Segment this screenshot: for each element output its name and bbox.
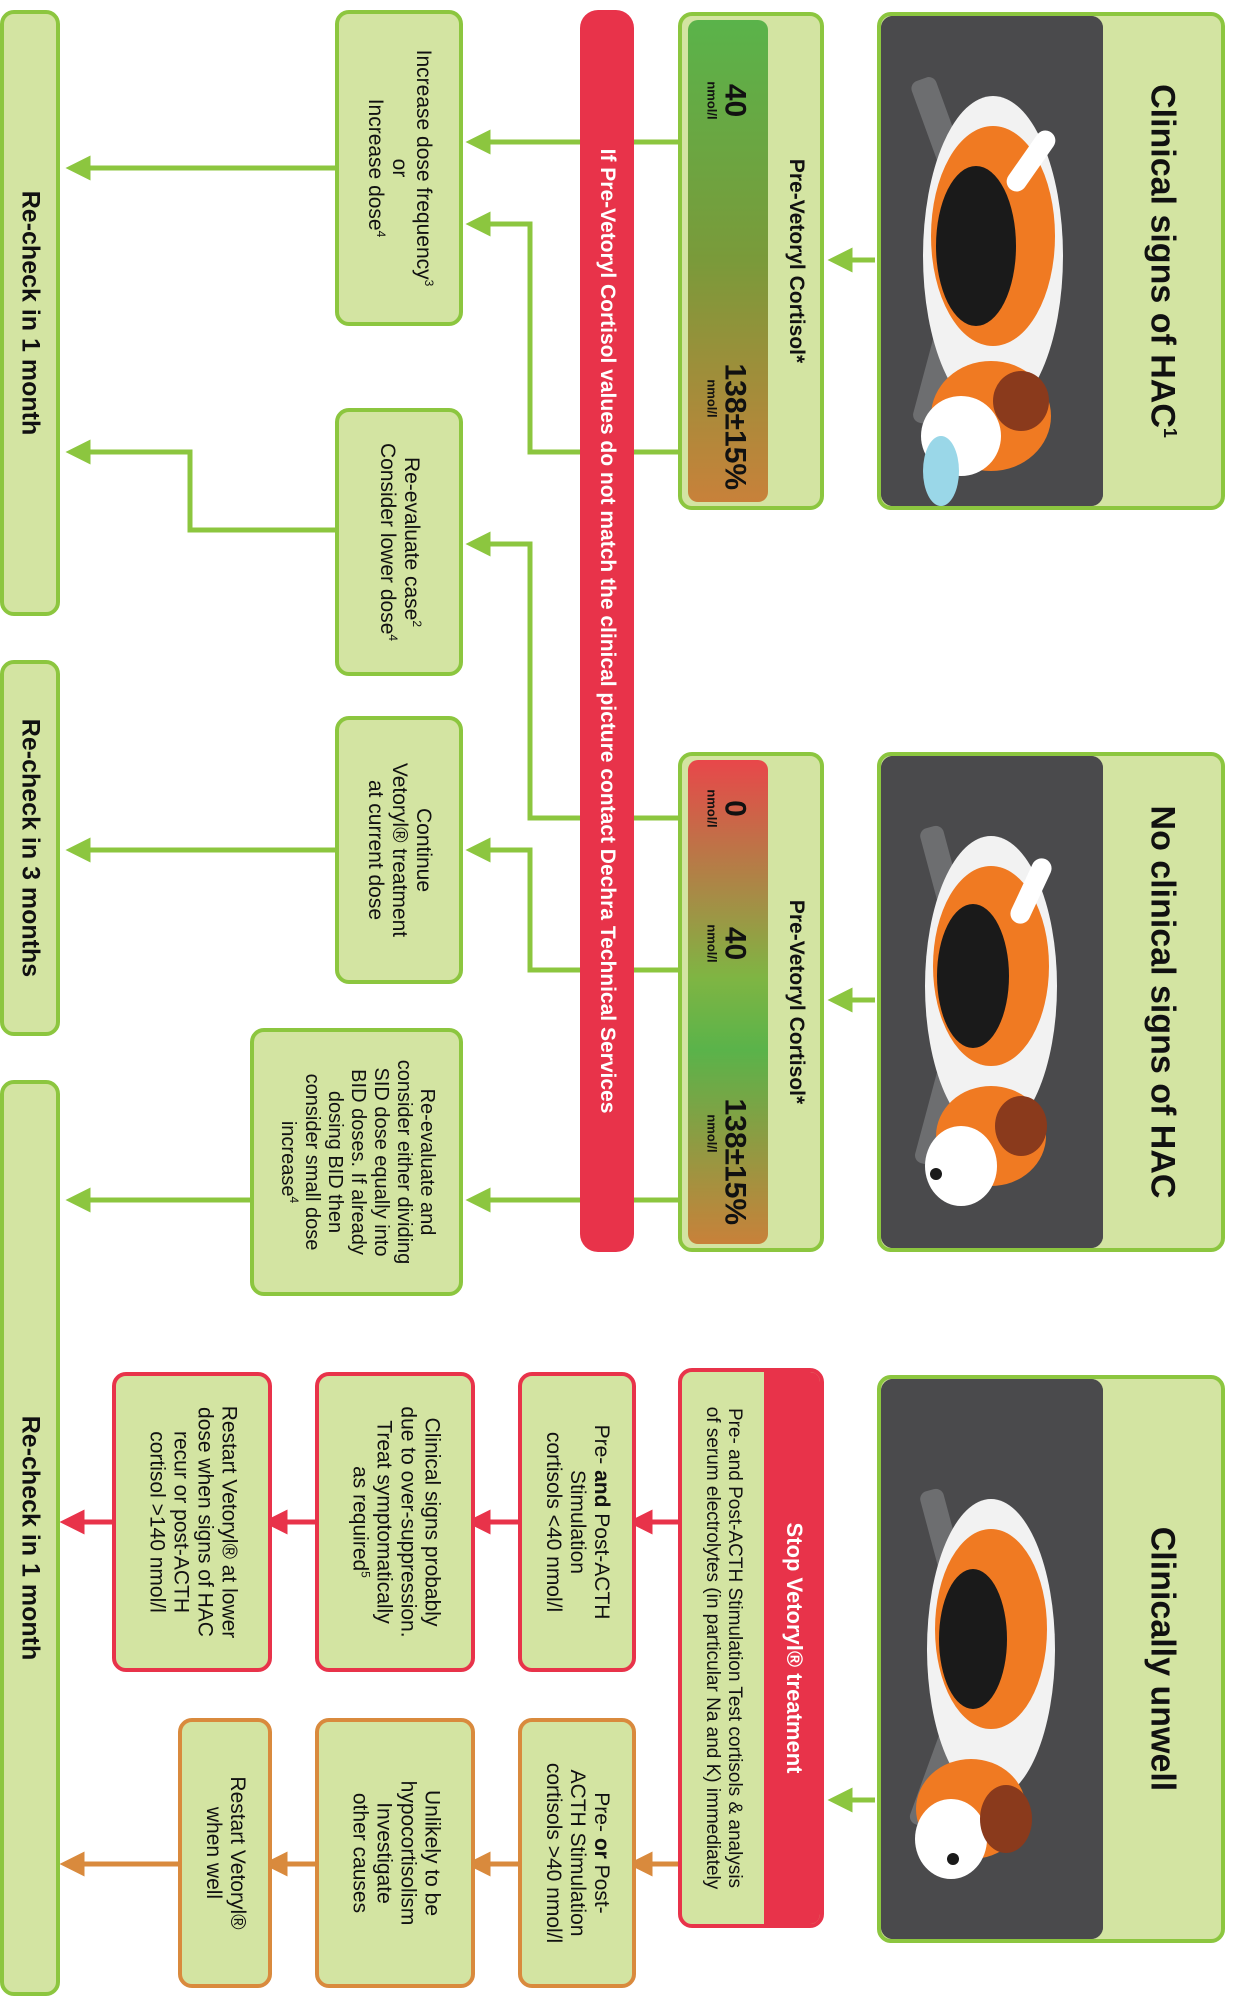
- marker-138: 138±15%nmol/l: [704, 1098, 752, 1226]
- dog-illustration: [881, 16, 1103, 506]
- continue-treatment-box: Continue Vetoryl® treatment at current d…: [335, 716, 463, 984]
- cortisol-header: Pre-Vetoryl Cortisol*: [785, 899, 808, 1105]
- investigate-causes-box: Unlikely to be hypocortisolism Investiga…: [315, 1718, 475, 1988]
- over-suppression-box: Clinical signs probably due to over-supp…: [315, 1372, 475, 1672]
- restart-lower-dose-box: Restart Vetoryl® at lower dose when sign…: [112, 1372, 272, 1672]
- dog-illustration: [881, 1379, 1103, 1939]
- marker-138: 138±15%nmol/l: [704, 363, 752, 491]
- recheck-3-months: Re-check in 3 months: [0, 660, 60, 1036]
- clinical-signs-title: Clinical signs of HAC1: [1143, 84, 1182, 438]
- recheck-1-month-b: Re-check in 1 month: [0, 1080, 60, 1996]
- increase-dose-box: Increase dose frequency3 or Increase dos…: [335, 10, 463, 326]
- recheck-1-month-a: Re-check in 1 month: [0, 10, 60, 616]
- reevaluate-dividing-box: Re-evaluate and consider either dividing…: [250, 1028, 463, 1296]
- cortisol-gradient-bar: [688, 20, 768, 502]
- no-clinical-signs-title: No clinical signs of HAC: [1143, 805, 1182, 1199]
- arrow-icon: [465, 211, 680, 455]
- clinical-signs-panel: Clinical signs of HAC1: [877, 12, 1225, 510]
- arrow-icon: [65, 439, 338, 533]
- stop-vetoryl-panel: Stop Vetoryl® treatment Pre- and Post-AC…: [678, 1368, 824, 1928]
- stop-vetoryl-body: Pre- and Post-ACTH Stimulation Test cort…: [702, 1406, 745, 1890]
- no-clinical-signs-panel: No clinical signs of HAC: [877, 752, 1225, 1252]
- stop-vetoryl-header: Stop Vetoryl® treatment: [764, 1372, 820, 1924]
- reevaluate-lower-box: Re-evaluate case2 Consider lower dose4: [335, 408, 463, 676]
- clinically-unwell-title: Clinically unwell: [1143, 1526, 1182, 1792]
- arrow-icon: [465, 531, 680, 821]
- pre-post-low-box: Pre- and Post-ACTH Stimulation cortisols…: [518, 1372, 636, 1672]
- dog-illustration: [881, 756, 1103, 1248]
- dechra-contact-banner: If Pre-Vetoryl Cortisol values do not ma…: [580, 10, 634, 1252]
- cortisol-gradient-bar: [688, 760, 768, 1244]
- restart-when-well-box: Restart Vetoryl® when well: [178, 1718, 272, 1988]
- cortisol-header: Pre-Vetoryl Cortisol*: [785, 158, 808, 364]
- pre-or-post-high-box: Pre- or Post- ACTH Stimulation cortisols…: [518, 1718, 636, 1988]
- arrow-icon: [465, 837, 680, 973]
- clinically-unwell-panel: Clinically unwell: [877, 1375, 1225, 1943]
- water-bowl-icon: [923, 436, 959, 506]
